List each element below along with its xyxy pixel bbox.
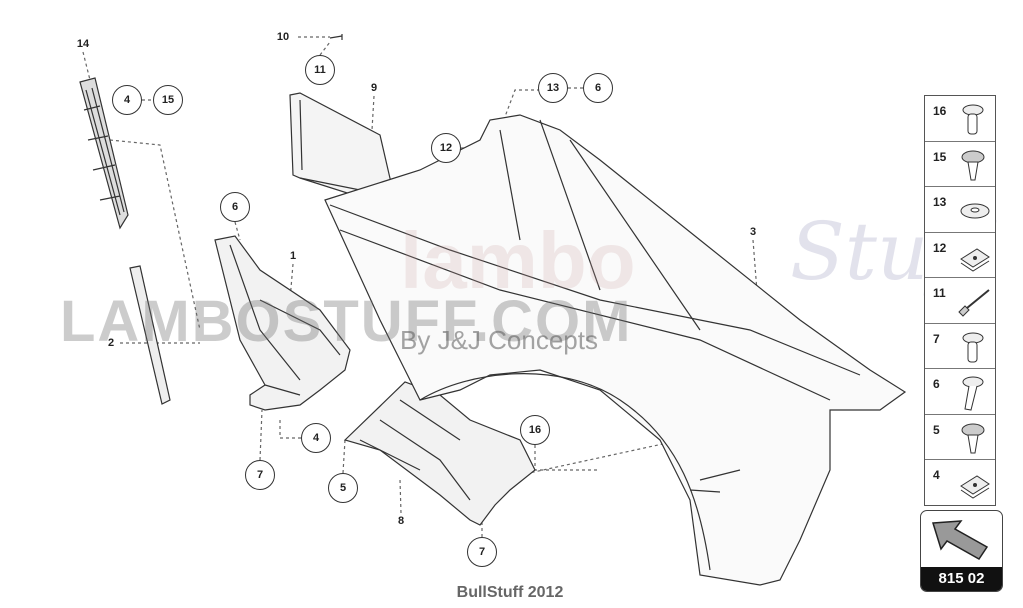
part-label-8: 8 <box>397 515 405 527</box>
legend-number: 15 <box>933 149 947 164</box>
legend-number: 5 <box>933 422 940 437</box>
part-8-liner <box>343 381 536 526</box>
footer-credit: BullStuff 2012 <box>456 584 564 601</box>
callout-4: 4 <box>301 423 331 453</box>
part-label-1: 1 <box>289 250 297 262</box>
legend-item: 4 <box>925 460 995 505</box>
part-label-9: 9 <box>370 82 378 94</box>
screw-flange-icon <box>962 332 984 362</box>
legend-number: 7 <box>933 331 940 346</box>
legend-number: 4 <box>933 468 940 482</box>
part-10-rivet <box>329 34 343 40</box>
part-2-strip <box>129 265 171 405</box>
part-1-liner <box>214 235 351 411</box>
part-label-3: 3 <box>749 226 757 238</box>
screw-flange-icon <box>962 104 984 135</box>
callout-7: 7 <box>245 460 275 490</box>
page-code: 815 02 <box>921 567 1002 591</box>
legend-number: 13 <box>933 195 947 209</box>
legend-item: 13 <box>925 187 995 233</box>
legend-number: 6 <box>933 377 940 391</box>
legend-item: 6 <box>925 369 995 415</box>
direction-arrow-icon <box>932 520 989 560</box>
legend-item: 16 <box>925 96 995 142</box>
callout-6: 6 <box>220 192 250 222</box>
callout-4: 4 <box>112 85 142 115</box>
part-3-fender <box>324 114 907 586</box>
callout-16: 16 <box>520 415 550 445</box>
legend-number: 12 <box>933 240 947 255</box>
callout-15: 15 <box>153 85 183 115</box>
part-14-grille <box>79 77 129 230</box>
callout-7: 7 <box>467 537 497 567</box>
clip-nut-icon <box>960 475 990 499</box>
callout-5: 5 <box>328 473 358 503</box>
clip-nut-icon <box>960 247 990 272</box>
screw-pan-tapping-icon <box>961 150 985 180</box>
callout-11: 11 <box>305 55 335 85</box>
callout-13: 13 <box>538 73 568 103</box>
legend-number: 16 <box>933 104 947 118</box>
fastener-legend: 16 15 13 12 11 7 6 5 4 <box>924 95 996 506</box>
legend-item: 12 <box>925 233 995 278</box>
washer-icon <box>960 203 990 219</box>
page-reference[interactable]: 815 02 <box>920 510 1003 592</box>
rivet-icon <box>958 289 990 317</box>
callout-6: 6 <box>583 73 613 103</box>
part-label-2: 2 <box>107 337 115 349</box>
screw-pan-tapping-icon <box>961 423 985 453</box>
legend-number: 11 <box>933 286 946 300</box>
bolt-icon <box>962 376 984 411</box>
callout-12: 12 <box>431 133 461 163</box>
part-label-14: 14 <box>76 38 90 50</box>
legend-item: 15 <box>925 142 995 187</box>
legend-item: 11 <box>925 278 995 324</box>
part-label-10: 10 <box>276 31 290 43</box>
legend-item: 7 <box>925 324 995 369</box>
legend-item: 5 <box>925 415 995 460</box>
